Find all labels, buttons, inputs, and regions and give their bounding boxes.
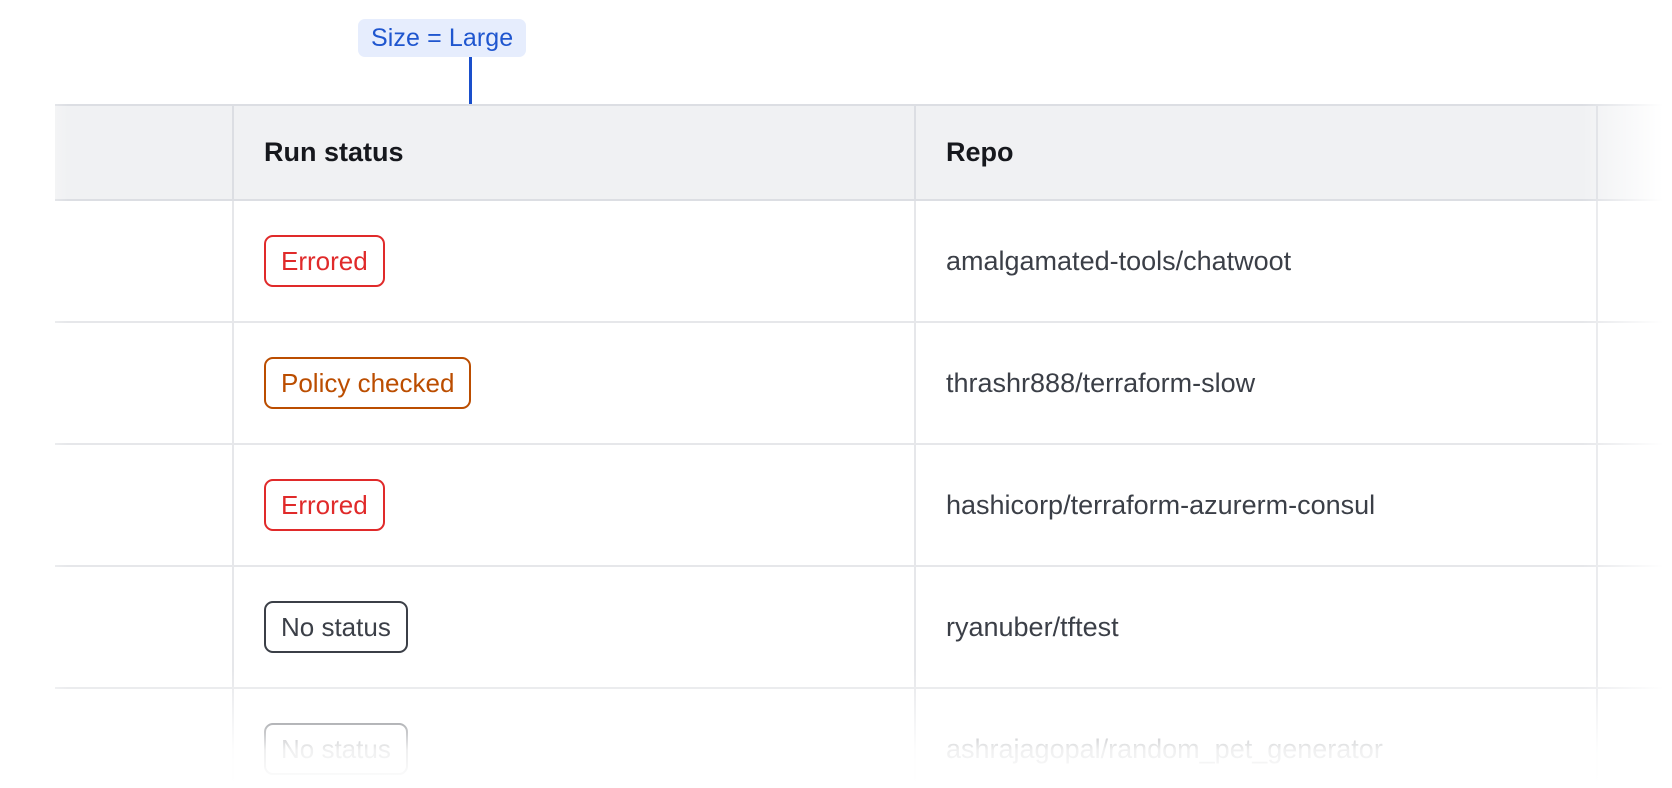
status-badge[interactable]: Policy checked <box>264 357 472 409</box>
cell-repo: thrashr888/terraform-slow <box>915 322 1598 445</box>
cell-run-status: Errored <box>233 444 916 567</box>
table-header: Run status Repo <box>55 104 1672 201</box>
cell-repo: ashrajagopal/random_pet_generator <box>915 688 1598 788</box>
cell-run-status: No status <box>233 566 916 689</box>
row-spacer-cell <box>55 688 234 788</box>
table-header-row: Run status Repo <box>55 104 1672 201</box>
status-badge[interactable]: No status <box>264 601 408 653</box>
column-header-run-status[interactable]: Run status <box>233 104 916 201</box>
column-header-tail <box>1597 104 1672 201</box>
table-body: Errored amalgamated-tools/chatwoot Polic… <box>55 200 1672 788</box>
cell-run-status: No status <box>233 688 916 788</box>
runs-table: Run status Repo Errored amalgamated-tool… <box>55 104 1672 788</box>
row-tail-cell <box>1597 444 1672 567</box>
table-row[interactable]: Policy checked thrashr888/terraform-slow <box>55 322 1672 445</box>
cell-repo: hashicorp/terraform-azurerm-consul <box>915 444 1598 567</box>
status-badge[interactable]: Errored <box>264 479 385 531</box>
status-badge[interactable]: No status <box>264 723 408 775</box>
table-row[interactable]: No status ryanuber/tftest <box>55 566 1672 689</box>
row-tail-cell <box>1597 688 1672 788</box>
column-header-spacer <box>55 104 234 201</box>
row-tail-cell <box>1597 566 1672 689</box>
cell-repo: ryanuber/tftest <box>915 566 1598 689</box>
row-spacer-cell <box>55 444 234 567</box>
table-viewport: Run status Repo Errored amalgamated-tool… <box>0 104 1672 788</box>
table-row[interactable]: Errored hashicorp/terraform-azurerm-cons… <box>55 444 1672 567</box>
row-tail-cell <box>1597 200 1672 323</box>
annotation-badge-label: Size = Large <box>371 23 514 52</box>
status-badge[interactable]: Errored <box>264 235 385 287</box>
cell-run-status: Errored <box>233 200 916 323</box>
table-row[interactable]: Errored amalgamated-tools/chatwoot <box>55 200 1672 323</box>
annotation-badge: Size = Large <box>358 19 527 57</box>
row-spacer-cell <box>55 200 234 323</box>
row-spacer-cell <box>55 566 234 689</box>
column-header-repo[interactable]: Repo <box>915 104 1598 201</box>
table-row[interactable]: No status ashrajagopal/random_pet_genera… <box>55 688 1672 788</box>
row-tail-cell <box>1597 322 1672 445</box>
row-spacer-cell <box>55 322 234 445</box>
cell-run-status: Policy checked <box>233 322 916 445</box>
cell-repo: amalgamated-tools/chatwoot <box>915 200 1598 323</box>
